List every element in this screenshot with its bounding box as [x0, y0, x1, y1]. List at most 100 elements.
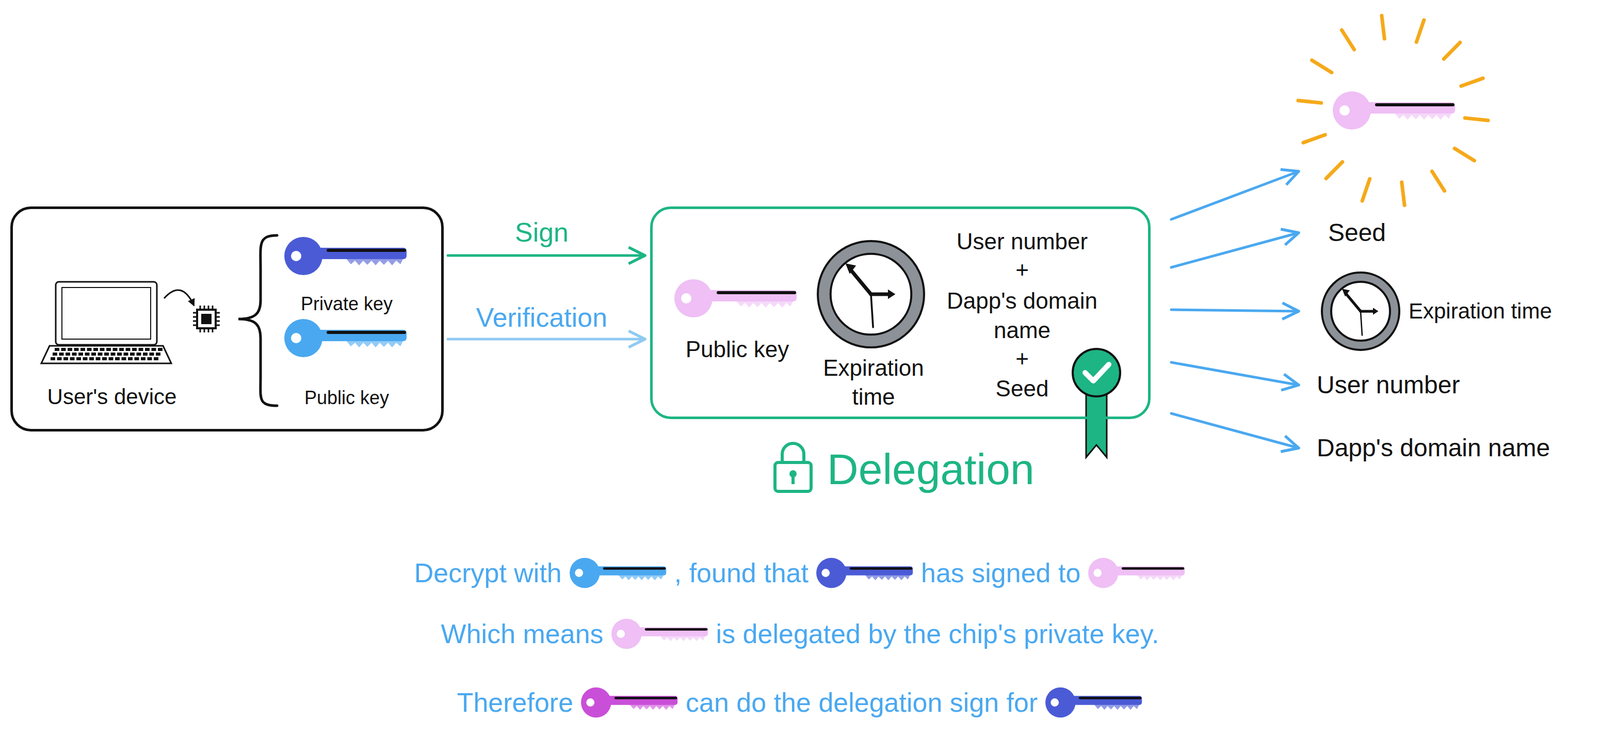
laptop-icon [100, 347, 105, 351]
key-icon [1087, 557, 1186, 589]
laptop-icon [151, 347, 157, 351]
pointer-arrow [164, 289, 195, 306]
clock-icon [870, 292, 890, 296]
laptop-icon [61, 287, 151, 339]
key-icon [291, 332, 302, 344]
node-text: Expiration time [803, 353, 944, 412]
laptop-icon [138, 347, 144, 351]
badge-icon [1072, 348, 1121, 397]
laptop-icon [63, 357, 69, 361]
clock-icon [1342, 288, 1350, 297]
laptop-icon [98, 352, 103, 356]
key-icon [735, 300, 794, 308]
key-icon [1093, 703, 1140, 710]
laptop-icon [41, 345, 172, 364]
key-icon [591, 566, 667, 575]
clock-icon [1345, 292, 1361, 312]
key-icon [1122, 567, 1184, 570]
clock-icon [817, 240, 925, 348]
key-icon [604, 567, 665, 570]
key-icon [345, 340, 404, 348]
laptop-icon [142, 352, 148, 356]
connector-arrow [447, 337, 645, 341]
key-icon [816, 557, 847, 588]
laptop-icon [41, 281, 172, 364]
laptop-icon [123, 352, 129, 356]
laptop-icon [65, 352, 71, 356]
sunburst-rays [1298, 15, 1489, 205]
key-icon [702, 289, 797, 302]
seed-item: Seed [1302, 5, 1530, 253]
laptop-icon [130, 352, 135, 356]
clock-icon [849, 268, 871, 295]
clock-icon [1360, 309, 1375, 313]
laptop-icon [91, 352, 96, 356]
key-icon [645, 627, 707, 631]
note-line: Thereforecan do the delegation sign for [0, 680, 1600, 724]
sunburst-rays [1298, 100, 1322, 104]
connector-arrow [1171, 232, 1299, 268]
laptop-icon [67, 347, 73, 351]
laptop-icon [83, 357, 88, 361]
sunburst-rays [1362, 178, 1370, 201]
key-icon [574, 568, 584, 577]
laptop-icon [119, 347, 124, 351]
note-text: can do the delegation sign for [685, 686, 1038, 718]
key-icon [610, 618, 709, 650]
node-text: Public key [304, 386, 390, 409]
sunburst-rays [1312, 60, 1332, 73]
badge-icon [1085, 364, 1109, 381]
laptop-icon [108, 357, 114, 361]
key-icon [569, 557, 600, 588]
key-icon [284, 318, 407, 358]
key-icon [580, 686, 679, 718]
laptop-icon [149, 352, 155, 356]
node-text: User number [956, 228, 1088, 255]
laptop-icon [72, 352, 77, 356]
clock-icon [845, 263, 857, 274]
laptop-icon [89, 357, 94, 361]
key-icon [821, 568, 830, 577]
edge-label: Verification [473, 301, 611, 333]
key-icon [615, 696, 676, 700]
key-icon [1045, 687, 1142, 718]
key-icon [603, 695, 678, 705]
key-icon [1394, 112, 1452, 120]
lock-icon [791, 474, 795, 484]
laptop-icon [76, 357, 82, 361]
note-text: Decrypt with [414, 557, 562, 589]
connector-arrow [1171, 171, 1299, 220]
node-text: Seed [1328, 218, 1386, 247]
connector-arrow [447, 254, 645, 257]
lock-icon [782, 443, 804, 463]
note-line: Which meansis delegated by the chip's pr… [0, 611, 1600, 656]
node-text: Dapp's domain name [936, 285, 1108, 345]
clock-icon [887, 289, 896, 300]
key-icon [659, 635, 706, 641]
key-icon [328, 248, 405, 252]
laptop-icon [110, 352, 116, 356]
note-text: is delegated by the chip's private key. [716, 618, 1160, 650]
laptop-icon [155, 352, 161, 356]
laptop-icon [54, 347, 60, 351]
laptop-icon [104, 352, 109, 356]
sunburst-rays [1416, 20, 1425, 43]
laptop-icon [140, 357, 146, 361]
laptop-icon [87, 347, 92, 351]
sunburst-rays [1341, 29, 1354, 50]
edge-label: Sign [511, 216, 572, 248]
lock-icon [774, 462, 812, 492]
laptop-icon [144, 347, 150, 351]
key-icon [1088, 557, 1185, 588]
key-icon [284, 236, 323, 276]
key-icon [1339, 105, 1350, 116]
badge-icon [1086, 388, 1107, 458]
laptop-icon [70, 357, 75, 361]
key-icon [1044, 686, 1143, 718]
laptop-icon [134, 357, 140, 361]
key-icon [864, 574, 911, 580]
node-text: Expiration time [1408, 298, 1553, 324]
key-icon [1110, 566, 1186, 575]
laptop-icon [93, 347, 99, 351]
